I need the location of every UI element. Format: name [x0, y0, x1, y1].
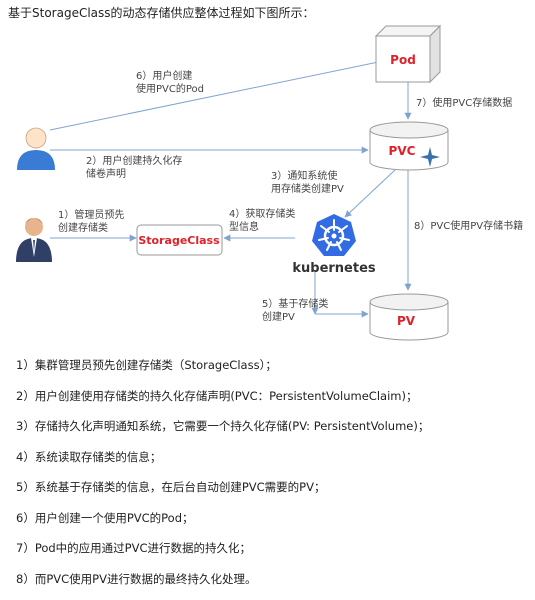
step-labels: 1）管理员预先 创建存储类 2）用户创建持久化存 储卷声明 3）通知系统使 用存… [58, 69, 523, 323]
step2-label-line1: 2）用户创建持久化存 [86, 154, 182, 167]
storageclass-flow-diagram: Pod PVC PV StorageClass [0, 22, 535, 352]
step7-label: 7）使用PVC存储数据 [416, 96, 512, 109]
step-item: 2）用户创建使用存储类的持久化存储声明(PVC：PersistentVolume… [16, 387, 531, 418]
step-item: 8）而PVC使用PV进行数据的最终持久化处理。 [16, 570, 531, 600]
arrow-pvc-to-k8s [345, 170, 395, 217]
step6-label-line1: 6）用户创建 [136, 69, 192, 82]
step-item: 1）集群管理员预先创建存储类（StorageClass）； [16, 356, 531, 387]
steps-list: 1）集群管理员预先创建存储类（StorageClass）； 2）用户创建使用存储… [16, 356, 531, 600]
pvc-node: PVC [370, 122, 448, 170]
user-icon [17, 128, 55, 170]
step3-label-line2: 用存储类创建PV [271, 182, 344, 195]
step3-label-line1: 3）通知系统使 [271, 169, 337, 182]
storageclass-node: StorageClass [137, 225, 222, 255]
step-item: 6）用户创建一个使用PVC的Pod； [16, 509, 531, 540]
storageclass-label: StorageClass [138, 234, 220, 247]
step-item: 7）Pod中的应用通过PVC进行数据的持久化； [16, 539, 531, 570]
intro-text: 基于StorageClass的动态存储供应整体过程如下图所示： [8, 4, 315, 21]
step-item: 3）存储持久化声明通知系统，它需要一个持久化存储(PV: PersistentV… [16, 417, 531, 448]
step8-label: 8）PVC使用PV存储书籍 [414, 219, 523, 232]
admin-icon [16, 218, 52, 262]
step5-label-line1: 5）基于存储类 [262, 297, 328, 310]
step1-label-line1: 1）管理员预先 [58, 208, 124, 221]
step5-label-line2: 创建PV [262, 310, 295, 323]
pv-label: PV [397, 314, 416, 328]
step4-label-line2: 型信息 [229, 220, 259, 233]
kubernetes-helm-icon [312, 214, 356, 256]
step-item: 4）系统读取存储类的信息； [16, 448, 531, 479]
step4-label-line1: 4）获取存储类 [229, 207, 295, 220]
kubernetes-label: kubernetes [292, 261, 376, 276]
step1-label-line2: 创建存储类 [58, 221, 108, 234]
kubernetes-node: kubernetes [292, 214, 376, 276]
step6-label-line2: 使用PVC的Pod [136, 82, 204, 95]
pod-label: Pod [390, 53, 416, 67]
pvc-label: PVC [389, 144, 416, 158]
arrow-user-to-pod [50, 60, 388, 130]
step2-label-line2: 储卷声明 [86, 167, 126, 180]
pod-node: Pod [376, 26, 440, 82]
pv-node: PV [370, 294, 448, 340]
step-item: 5）系统基于存储类的信息，在后台自动创建PVC需要的PV； [16, 478, 531, 509]
